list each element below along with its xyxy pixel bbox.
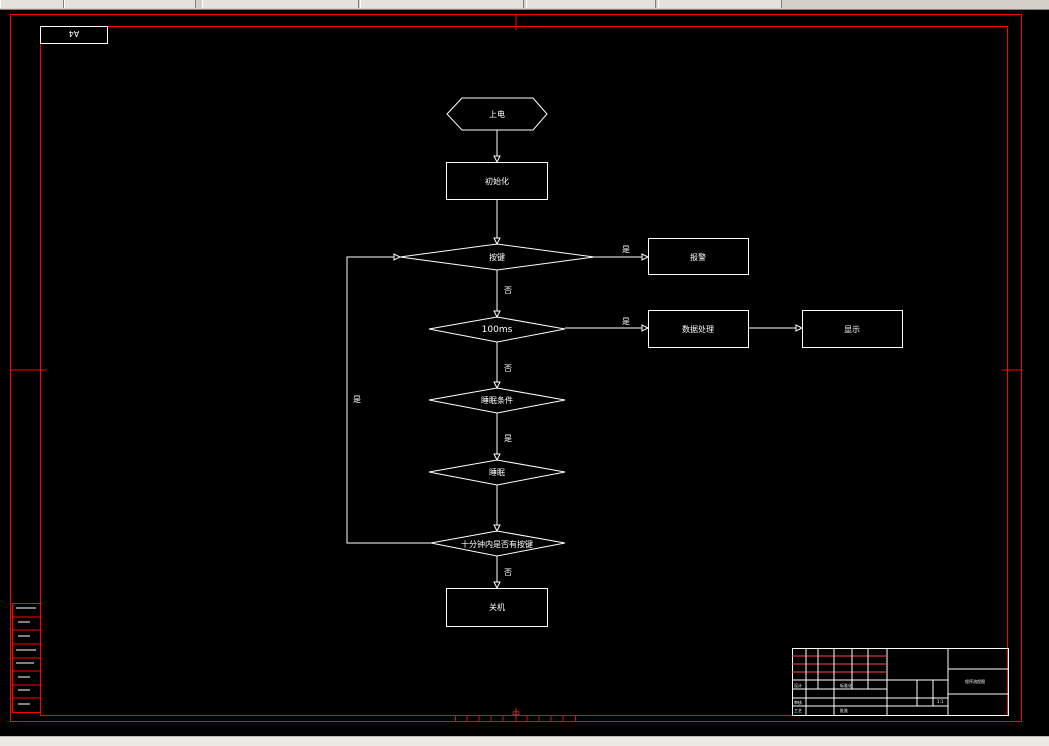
arrow-head: [795, 324, 804, 332]
init-label: 初始化: [485, 176, 509, 186]
toolbar-segment[interactable]: [64, 0, 196, 8]
decision-10min-label: 十分钟内是否有按键: [461, 539, 533, 549]
right-edge: [1024, 10, 1049, 736]
outer-frame: [10, 14, 1022, 722]
yes-label: 是: [622, 245, 630, 254]
shutdown-label: 关机: [489, 602, 505, 612]
no-label: 否: [504, 364, 512, 373]
tb-process: 工艺: [794, 708, 802, 713]
tb-review: 审核: [794, 699, 802, 705]
start-label: 上电: [489, 109, 505, 119]
display-box[interactable]: [802, 310, 903, 348]
tb-drawing-name: 程序流程图: [965, 678, 985, 684]
start-node[interactable]: [446, 97, 548, 131]
decision-sleep-condition-label: 睡眠条件: [481, 395, 513, 405]
status-strip: [0, 736, 1049, 746]
arrow-head: [493, 581, 501, 590]
arrow-head: [493, 155, 501, 164]
sheet-size-label: A4: [69, 29, 80, 38]
init-box[interactable]: [446, 162, 548, 200]
alarm-box[interactable]: [648, 238, 749, 275]
yes-label: 是: [622, 317, 630, 326]
no-label: 否: [504, 286, 512, 295]
sheet-size-box: [40, 26, 108, 44]
decision-100ms[interactable]: [428, 316, 566, 343]
tb-approve: 批准: [840, 707, 848, 713]
bottom-ruler: [455, 715, 576, 722]
decision-10min[interactable]: [430, 530, 566, 557]
toolbar-segment[interactable]: [360, 0, 524, 8]
arrow-head: [641, 324, 650, 332]
tb-standard: 标准化: [840, 682, 852, 688]
loop-back-line: [346, 256, 431, 544]
display-label: 显示: [844, 325, 860, 334]
arrow-head: [493, 381, 501, 390]
data-process-box[interactable]: [648, 310, 749, 348]
decision-sleep-condition[interactable]: [428, 387, 566, 414]
arrow-head: [641, 253, 650, 261]
data-process-label: 数据处理: [682, 324, 714, 334]
sleep-node[interactable]: [428, 459, 566, 486]
arrow-head: [393, 253, 402, 261]
toolbar-segment[interactable]: [202, 0, 359, 8]
tb-design: 设计: [794, 682, 802, 688]
decision-100ms-label: 100ms: [482, 325, 513, 335]
sleep-label: 睡眠: [489, 468, 505, 477]
no-label: 否: [504, 568, 512, 577]
arrow-head: [493, 453, 501, 462]
toolbar-segment[interactable]: [526, 0, 656, 8]
arrow-head: [493, 310, 501, 319]
toolbar-segment[interactable]: [0, 0, 64, 8]
toolbar-strip: [0, 0, 1049, 10]
left-side-table: [12, 603, 41, 713]
arrow-head: [493, 237, 501, 246]
decision-key-label: 按键: [489, 252, 505, 262]
title-block: [792, 648, 1009, 716]
tb-scale: 1:1: [937, 699, 944, 704]
shutdown-box[interactable]: [446, 588, 548, 627]
yes-label: 是: [353, 395, 361, 404]
arrow-head: [493, 524, 501, 533]
yes-label: 是: [504, 434, 512, 443]
alarm-label: 报警: [690, 252, 706, 262]
center-mark-label: 中: [512, 709, 520, 719]
toolbar-segment[interactable]: [658, 0, 782, 8]
